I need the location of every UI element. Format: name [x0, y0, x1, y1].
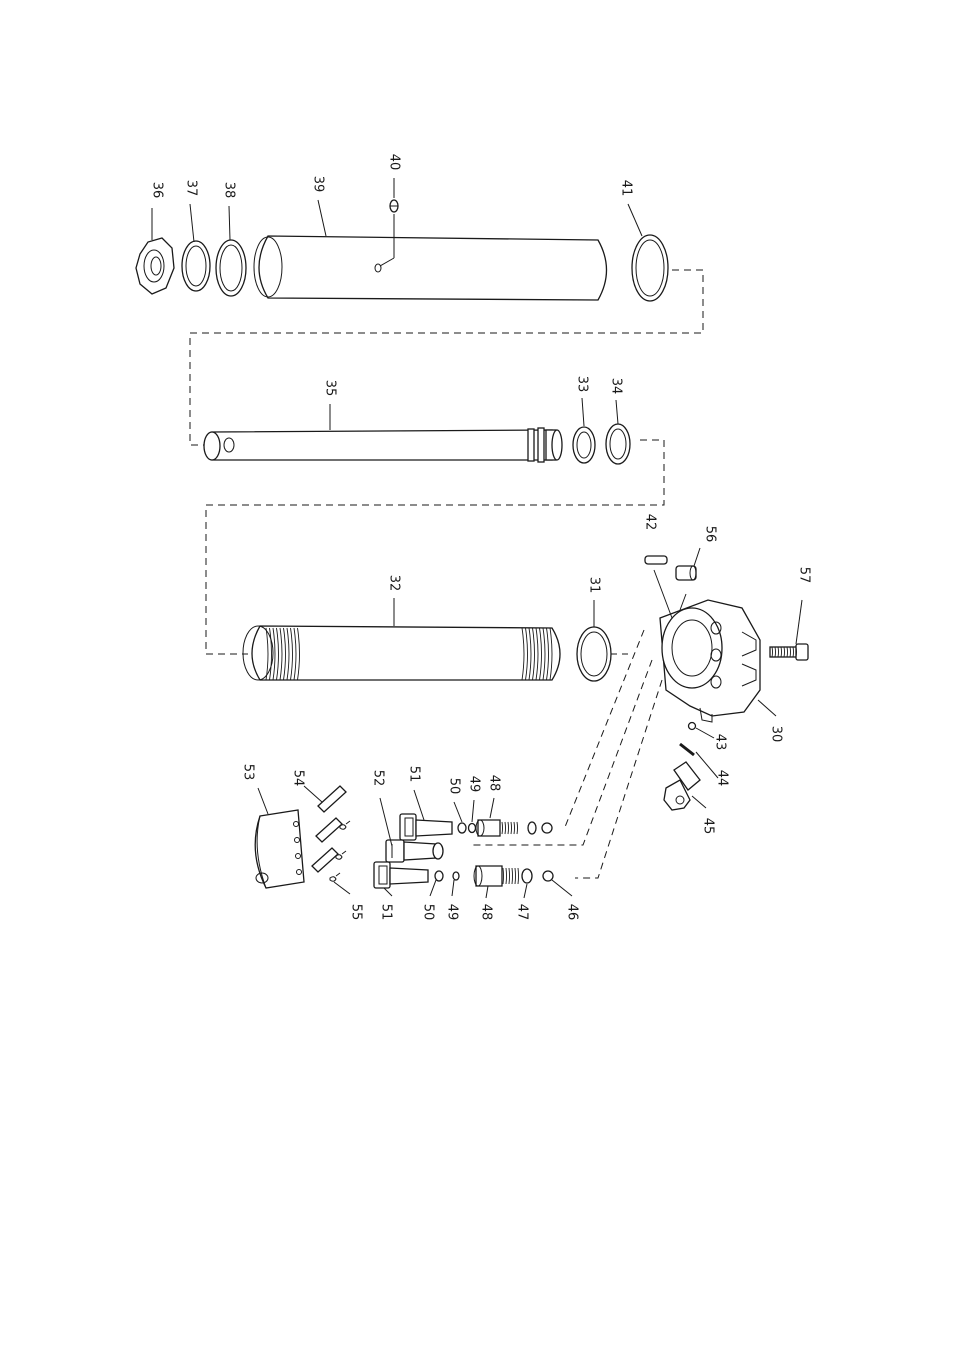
part-53-hinge-bracket — [255, 810, 304, 888]
part-33-ring — [573, 427, 595, 463]
part-57-bolt — [770, 644, 808, 660]
thread-line — [517, 822, 518, 834]
label-48-upper: 48 — [487, 775, 502, 792]
thread-line — [518, 868, 519, 884]
part-42-pin — [645, 556, 667, 564]
thread-line — [502, 822, 503, 834]
label-35: 35 — [323, 380, 338, 397]
label-38: 38 — [222, 182, 237, 199]
label-49-upper: 49 — [467, 776, 482, 793]
thread-line — [790, 647, 791, 657]
part-45-valve-screw — [664, 762, 700, 810]
assembly-line-middle — [206, 440, 664, 654]
part-51-lower-valve-stem — [374, 862, 428, 888]
part-48-upper-fitting — [476, 820, 518, 836]
part-51-upper-valve-stem — [400, 814, 452, 840]
part-34-ring — [606, 424, 630, 464]
part-40-small-screw — [390, 200, 398, 212]
part-41-large-ring — [632, 235, 668, 301]
thread-line — [775, 647, 776, 657]
part-44-spring-pin — [680, 744, 694, 755]
label-55: 55 — [349, 904, 364, 921]
label-50-upper: 50 — [447, 778, 462, 795]
assembly-line-port-c — [575, 680, 662, 878]
thread-line — [787, 647, 788, 657]
part-31-ring — [577, 627, 611, 681]
label-44: 44 — [715, 770, 730, 787]
thread-line — [515, 868, 516, 884]
thread-line — [505, 822, 506, 834]
label-33: 33 — [575, 376, 590, 393]
assembly-line-port-b — [470, 660, 652, 845]
label-49-lower: 49 — [445, 904, 460, 921]
part-36-hex-nut — [136, 238, 174, 294]
part-52-plunger — [386, 840, 443, 862]
part-46-lower-ball — [543, 871, 553, 881]
thread-line — [511, 822, 512, 834]
part-47-upper-oring — [528, 822, 536, 834]
part-47-lower-oring — [522, 869, 532, 883]
thread-line — [793, 647, 794, 657]
label-39: 39 — [311, 176, 326, 193]
thread-line — [514, 822, 515, 834]
thread-line — [778, 647, 779, 657]
label-54: 54 — [291, 770, 306, 787]
label-42: 42 — [643, 514, 658, 531]
label-31: 31 — [587, 577, 602, 594]
part-50-upper-washer — [458, 823, 466, 833]
part-30-base-block — [660, 600, 760, 722]
thread-line — [506, 868, 507, 884]
part-56-bushing — [676, 566, 696, 580]
part-48-lower-fitting — [474, 866, 519, 886]
thread-line — [781, 647, 782, 657]
part-35-piston-rod — [204, 428, 562, 462]
thread-line — [509, 868, 510, 884]
thread-line — [796, 647, 797, 657]
label-45: 45 — [701, 818, 716, 835]
label-37: 37 — [184, 180, 199, 197]
label-34: 34 — [609, 378, 624, 395]
label-52: 52 — [371, 770, 386, 787]
label-48-lower: 48 — [479, 904, 494, 921]
part-50-lower-washer — [435, 871, 443, 881]
label-47: 47 — [515, 904, 530, 921]
thread-line — [512, 868, 513, 884]
part-38-ring — [216, 240, 246, 296]
part-49-upper-seal — [469, 824, 476, 833]
label-56: 56 — [703, 526, 718, 543]
part-49-lower-seal — [453, 872, 459, 880]
label-41: 41 — [619, 180, 634, 197]
label-30: 30 — [769, 726, 784, 743]
part-43-ball — [689, 723, 696, 730]
part-39-outer-cylinder — [254, 236, 607, 300]
thread-line — [503, 868, 504, 884]
label-53: 53 — [241, 764, 256, 781]
label-32: 32 — [387, 575, 402, 592]
label-43: 43 — [713, 734, 728, 751]
label-46: 46 — [565, 904, 580, 921]
thread-line — [508, 822, 509, 834]
label-40: 40 — [387, 154, 402, 171]
label-51-upper: 51 — [407, 766, 422, 783]
thread-line — [784, 647, 785, 657]
thread-line — [772, 647, 773, 657]
part-46-upper-ball — [542, 823, 552, 833]
label-57: 57 — [797, 567, 812, 584]
part-37-ring — [182, 241, 210, 291]
label-50-lower: 50 — [421, 904, 436, 921]
label-36: 36 — [150, 182, 165, 199]
part-32-threaded-tube — [243, 626, 560, 680]
label-51-lower: 51 — [379, 904, 394, 921]
